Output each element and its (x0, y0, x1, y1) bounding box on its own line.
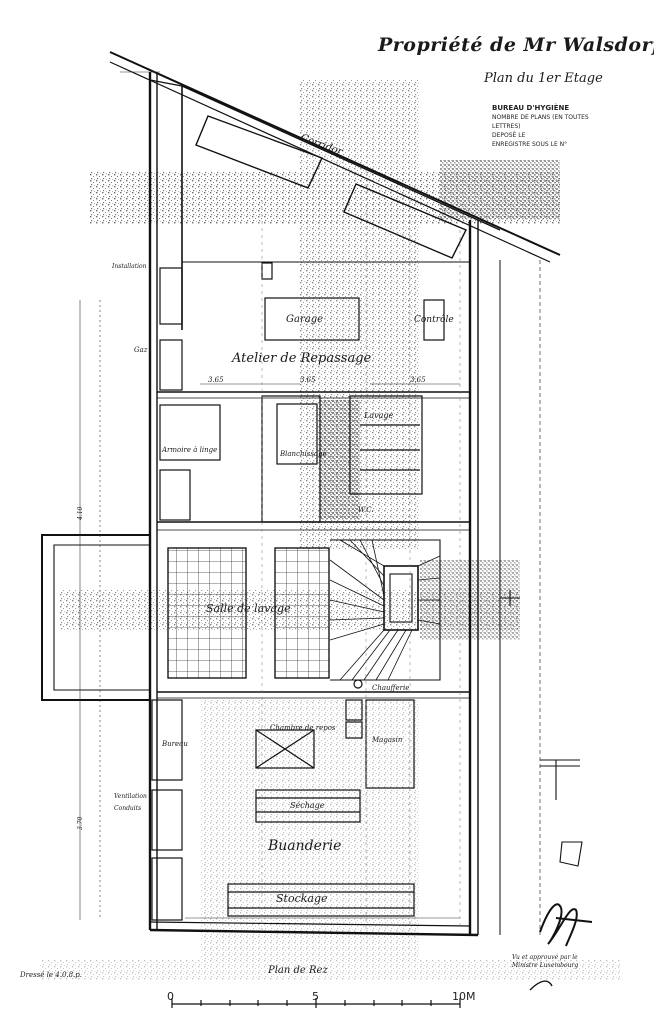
room-label-salle-de-lavage: Salle de lavage (206, 602, 291, 615)
room-label-wc: W.C. (358, 506, 374, 514)
room-label-sechage: Séchage (290, 801, 325, 810)
footer-date-note: Dressé le 4.0.8.p. (20, 971, 83, 979)
room-label-blanchissage: Blanchissage (279, 450, 327, 458)
scale-label-10m: 10M (452, 990, 476, 1003)
room-label-chambre: Chambre de repos (270, 724, 336, 732)
staircase (329, 539, 441, 681)
right-fixtures (500, 590, 583, 867)
skylights (195, 115, 467, 259)
stamp-line-3: DEPOSÉ LE (492, 132, 526, 139)
stamp-line-2: LETTRES) (492, 123, 521, 130)
room-label-lavage: Lavage (363, 411, 393, 420)
room-label-bureau: Bureau (161, 740, 188, 748)
annotation-conduits: Conduits (114, 805, 141, 812)
dimension-lines (79, 71, 460, 920)
stamp-line-1: NOMBRE DE PLANS (EN TOUTES (492, 114, 589, 121)
annotations: 3.65 3.65 3.65 Gaz 4.10 3.70 Installatio… (77, 263, 426, 830)
annotation-ventilation: Ventilation (114, 793, 147, 800)
drawing-title: Propriété de Mr Walsdorff (378, 34, 654, 56)
signature (529, 903, 593, 991)
dimension-left: 3.65 (208, 376, 224, 384)
room-label-stockage: Stockage (276, 892, 328, 905)
stamp-line-4: ENREGISTRE SOUS LE N° (492, 141, 568, 148)
room-label-chaufferie: Chaufferie (372, 684, 409, 692)
room-label-armoire: Armoire à linge (161, 446, 217, 454)
construction-lines (261, 170, 461, 930)
scale-label-0: 0 (167, 990, 174, 1003)
dimension-right: 3.65 (410, 376, 426, 384)
room-label-garage: Garage (286, 314, 323, 325)
room-label-atelier: Atelier de Repassage (231, 351, 372, 366)
hygiene-office-stamp: BUREAU D'HYGIÈNE NOMBRE DE PLANS (EN TOU… (492, 104, 612, 190)
left-closets (151, 267, 221, 921)
stamp-office: BUREAU D'HYGIÈNE (492, 104, 570, 112)
annotation-cote-2: 3.70 (77, 816, 84, 830)
room-label-magasin: Magasin (371, 736, 403, 744)
annotation-gaz: Gaz (134, 346, 148, 354)
lower-rooms (227, 679, 415, 917)
room-label-buanderie: Buanderie (267, 838, 341, 854)
tiled-floors (167, 547, 330, 679)
scale-label-5: 5 (312, 990, 319, 1003)
dimension-mid: 3.65 (300, 376, 316, 384)
annotation-cote-1: 4.10 (77, 506, 84, 521)
room-label-controle: Contrôle (414, 314, 454, 325)
approval-note: Vu et approuvé par le Ministre Luxembour… (512, 954, 579, 969)
annotation-installation: Installation (111, 263, 147, 270)
scale-bar (171, 998, 461, 1008)
plan-footer-label: Plan de Rez (268, 965, 328, 976)
drawing-subtitle: Plan du 1er Etage (484, 71, 603, 86)
